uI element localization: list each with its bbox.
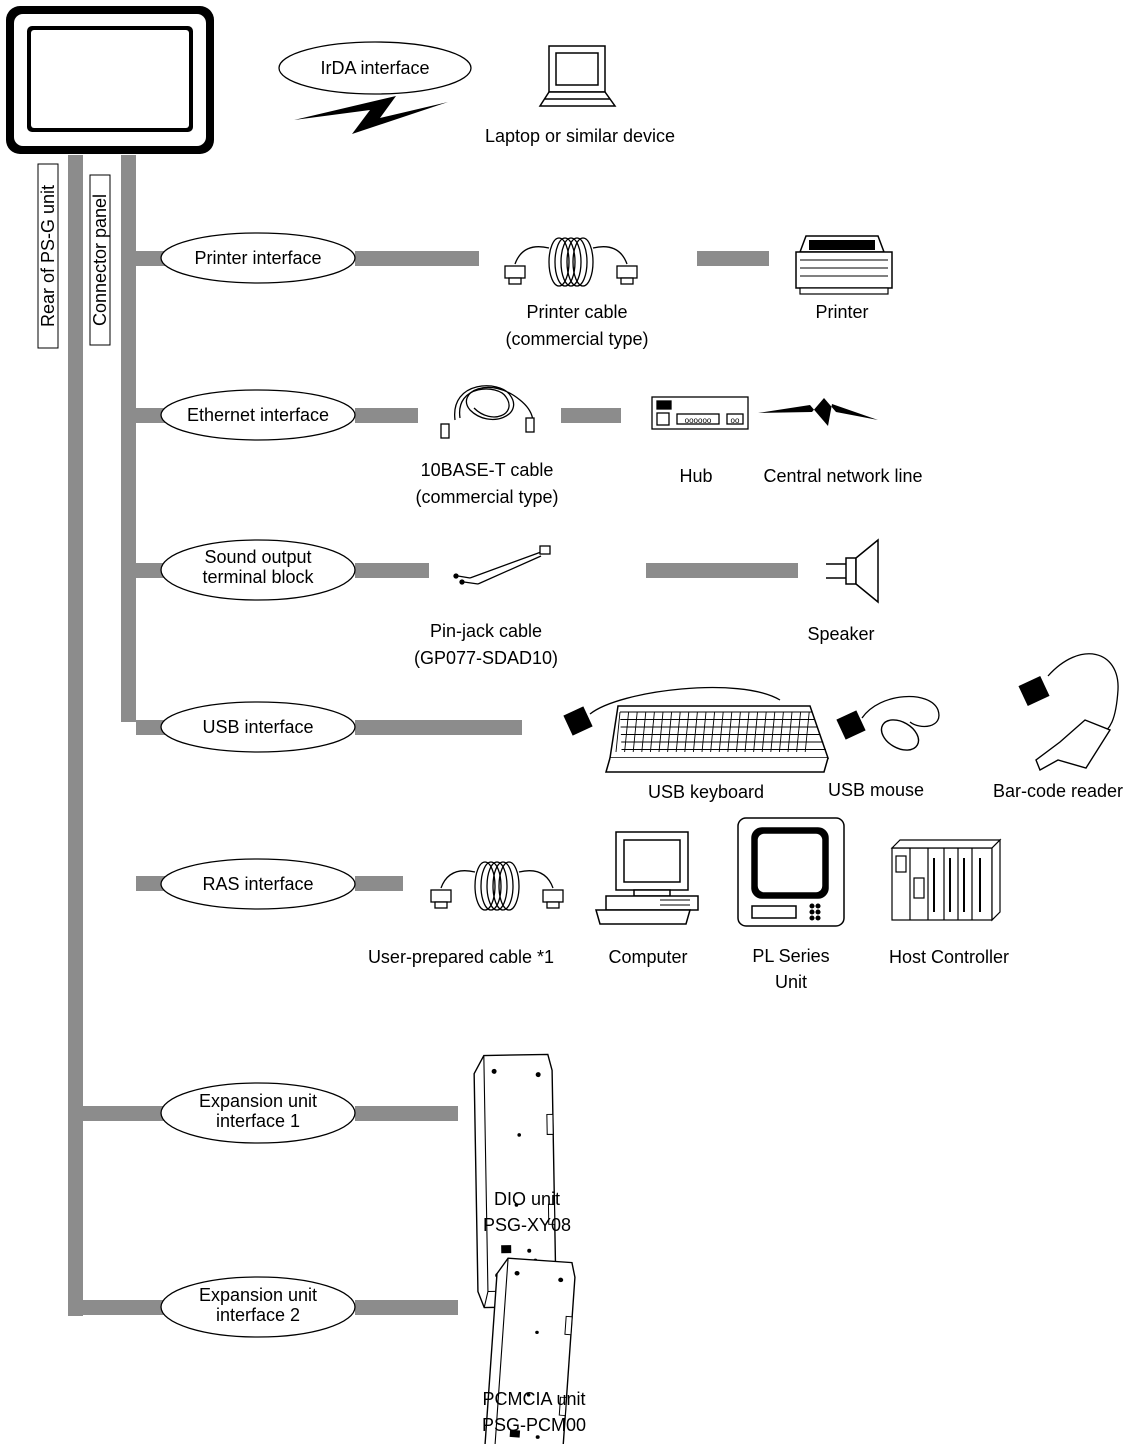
rear-rail-text: Rear of PS-G unit (38, 185, 58, 327)
barcode-reader-icon (1018, 653, 1119, 771)
tenbase-cable-label: 10BASE-T cable(commercial type) (415, 460, 558, 507)
connector-rail-text: Connector panel (90, 194, 110, 326)
printer-branch (136, 251, 166, 266)
ethernet-interface-label: Ethernet interface (187, 405, 329, 425)
host-controller-icon (890, 838, 1002, 922)
ras-branch (136, 876, 166, 891)
ethernet-branch (136, 408, 166, 423)
lan-cable-icon (440, 385, 535, 439)
usb-link (355, 720, 522, 735)
printer-interface-label: Printer interface (194, 248, 321, 268)
svg-text:oo: oo (731, 416, 740, 425)
sound-link-2 (646, 563, 798, 578)
central-network-label: Central network line (763, 466, 922, 486)
irda-interface: IrDA interface (278, 41, 472, 95)
ps-g-panel-icon (6, 6, 214, 154)
pinjack-cable-label: Pin-jack cable(GP077-SDAD10) (414, 621, 558, 668)
printer-cable-label: Printer cable(commercial type) (505, 302, 648, 349)
exp2-link (355, 1300, 458, 1315)
usb-interface: USB interface (160, 701, 356, 753)
keyboard-icon (563, 686, 830, 773)
ras-link (355, 876, 403, 891)
exp1-branch (83, 1106, 166, 1121)
connector-rail (121, 155, 136, 722)
ras-interface: RAS interface (160, 858, 356, 910)
rear-rail-label: Rear of PS-G unit (37, 163, 59, 349)
exp2-branch (83, 1300, 166, 1315)
printer-link-2 (697, 251, 769, 266)
laptop-label: Laptop or similar device (485, 126, 675, 146)
rear-rail (68, 155, 83, 1316)
svg-text:oooooo: oooooo (685, 416, 712, 425)
bus-lines (68, 155, 798, 1316)
network-lightning-icon (758, 398, 878, 426)
usb-keyboard-label: USB keyboard (648, 782, 764, 802)
host-controller-label: Host Controller (889, 947, 1009, 967)
mouse-icon (836, 695, 940, 751)
irda-label: IrDA interface (320, 58, 429, 78)
printer-interface: Printer interface (160, 232, 356, 284)
pl-unit-icon (737, 817, 845, 927)
irda-lightning-icon (294, 96, 448, 134)
printer-link-1 (355, 251, 479, 266)
ethernet-interface: Ethernet interface (160, 389, 356, 441)
user-cable-label: User-prepared cable *1 (368, 947, 554, 967)
usb-mouse-label: USB mouse (828, 780, 924, 800)
hub-label: Hub (679, 466, 712, 486)
exp1-link (355, 1106, 458, 1121)
user-cable-icon (430, 861, 564, 911)
pin-jack-cable-icon (453, 545, 551, 585)
computer-icon (595, 831, 699, 925)
hub-icon: oooooo oo (651, 396, 749, 430)
ethernet-link-2 (561, 408, 621, 423)
usb-interface-label: USB interface (202, 717, 313, 737)
ras-interface-label: RAS interface (202, 874, 313, 894)
computer-label: Computer (608, 947, 687, 967)
ethernet-link-1 (355, 408, 418, 423)
printer-label: Printer (815, 302, 868, 322)
barcode-reader-label: Bar-code reader (993, 781, 1123, 801)
connector-rail-label: Connector panel (89, 174, 111, 346)
speaker-label: Speaker (807, 624, 874, 644)
speaker-icon (826, 538, 879, 604)
printer-icon (795, 235, 893, 295)
usb-branch (136, 720, 166, 735)
laptop-icon (538, 45, 617, 107)
sound-link-1 (355, 563, 429, 578)
printer-cable-icon (504, 237, 638, 287)
sound-branch (136, 563, 166, 578)
